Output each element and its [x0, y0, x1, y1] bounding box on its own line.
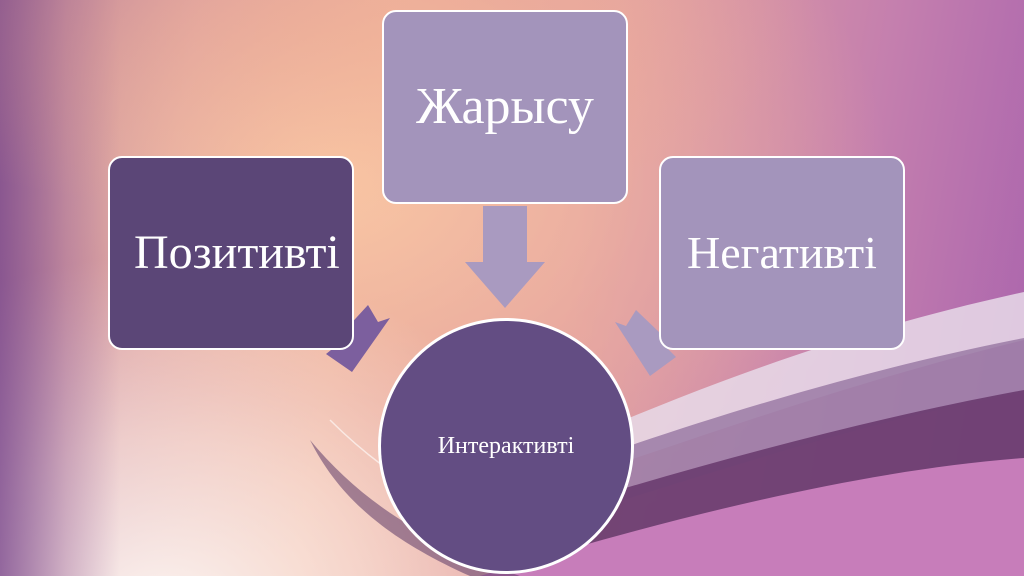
- node-negative-label: Негативті: [687, 227, 877, 278]
- node-positive-label: Позитивті: [134, 226, 340, 279]
- node-interactive-label: Интерактивті: [437, 432, 575, 459]
- arrow-right-diagonal: [615, 310, 676, 376]
- node-negative: Негативті: [659, 156, 905, 350]
- background-left-shade: [0, 0, 120, 576]
- arrow-left-diagonal: [326, 305, 390, 372]
- node-competition-label: Жарысу: [416, 78, 594, 135]
- arrow-top-down: [465, 206, 545, 308]
- node-interactive: Интерактивті: [378, 318, 634, 574]
- node-competition: Жарысу: [382, 10, 628, 204]
- node-positive: Позитивті: [108, 156, 354, 350]
- wave-pink: [480, 458, 1024, 576]
